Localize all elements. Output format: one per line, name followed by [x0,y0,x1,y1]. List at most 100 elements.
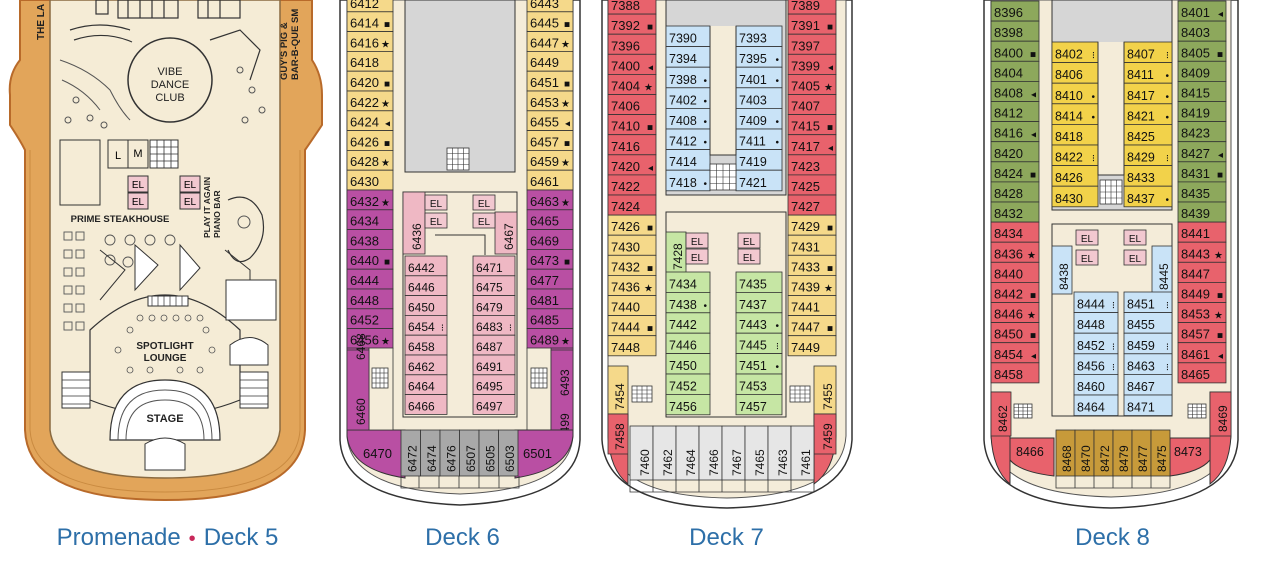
cabin-7419[interactable]: 7419 [735,149,783,171]
cabin-7427[interactable]: 7427 [787,194,837,216]
cabin-6432[interactable]: 6432★ [346,189,394,211]
cabin-7396[interactable]: 7396 [607,33,657,55]
cabin-6471[interactable]: 6471 [472,255,516,277]
cabin-6466[interactable]: 6466 [404,394,448,415]
cabin-6420[interactable]: 6420■ [346,70,394,92]
cabin-6497[interactable]: 6497 [472,394,516,415]
cabin-6438[interactable]: 6438 [346,229,394,250]
cabin-7441[interactable]: 7441 [787,295,837,317]
cabin-6422[interactable]: 6422★ [346,90,394,112]
cabin-6446[interactable]: 6446 [404,275,448,296]
cabin-6456[interactable]: 6456★ [346,328,394,349]
cabin-7402[interactable]: 7402• [665,87,711,109]
cabin-7455[interactable]: 7455 [813,365,837,415]
cabin-7400[interactable]: 7400◂ [607,53,657,75]
cabin-6503[interactable]: 6503 [498,429,519,477]
cabin-7408[interactable]: 7408• [665,108,711,130]
cabin-8446[interactable]: 8446★ [990,302,1040,324]
cabin-8441[interactable]: 8441 [1177,221,1227,243]
cabin-8396[interactable]: 8396 [990,0,1040,22]
cabin-7464[interactable]: 7464 [675,425,700,481]
cabin-7467[interactable]: 7467 [721,425,746,481]
cabin-6440[interactable]: 6440■ [346,248,394,270]
cabin-6474[interactable]: 6474 [420,429,441,477]
cabin-7429[interactable]: 7429■ [787,214,837,236]
cabin-7409[interactable]: 7409• [735,108,783,130]
cabin-6447[interactable]: 6447★ [526,31,574,52]
cabin-8466[interactable]: 8466 [1016,445,1044,459]
cabin-7405[interactable]: 7405★ [787,74,837,95]
cabin-6489[interactable]: 6489★ [526,328,574,349]
cabin-8472[interactable]: 8472 [1093,429,1114,477]
cabin-7388[interactable]: 7388 [607,0,657,15]
cabin-7433[interactable]: 7433■ [787,254,837,276]
cabin-7398[interactable]: 7398• [665,66,711,89]
cabin-8469[interactable]: 8469 [1209,391,1232,437]
cabin-8434[interactable]: 8434 [990,221,1040,243]
cabin-7422[interactable]: 7422 [607,174,657,196]
cabin-6477[interactable]: 6477 [526,268,574,290]
cabin-6424[interactable]: 6424◂ [346,110,394,132]
cabin-7397[interactable]: 7397 [787,33,837,55]
deck5-caption-b[interactable]: Deck 5 [203,524,279,551]
cabin-8416[interactable]: 8416◂ [990,121,1040,143]
cabin-6462[interactable]: 6462 [404,354,448,376]
cabin-8436[interactable]: 8436★ [990,241,1040,263]
cabin-8475[interactable]: 8475 [1150,429,1171,477]
cabin-8445[interactable]: 8445 [1151,245,1173,295]
cabin-6418[interactable]: 6418 [346,51,394,72]
cabin-6470[interactable]: 6470 [363,446,392,461]
cabin-8414[interactable]: 8414• [1051,103,1099,125]
cabin-8458[interactable]: 8458 [990,362,1040,384]
cabin-6445[interactable]: 6445■ [526,11,574,32]
cabin-8408[interactable]: 8408◂ [990,81,1040,102]
cabin-6505[interactable]: 6505 [478,429,499,477]
cabin-7432[interactable]: 7432■ [607,254,657,276]
cabin-6481[interactable]: 6481 [526,288,574,310]
cabin-6434[interactable]: 6434 [346,209,394,231]
cabin-6473[interactable]: 6473■ [526,248,574,270]
cabin-7444[interactable]: 7444■ [607,315,657,337]
cabin-8439[interactable]: 8439 [1177,201,1227,223]
cabin-8403[interactable]: 8403 [1177,20,1227,42]
cabin-8437[interactable]: 8437• [1123,185,1173,208]
cabin-6487[interactable]: 6487 [472,334,516,356]
cabin-7431[interactable]: 7431 [787,234,837,256]
cabin-8443[interactable]: 8443★ [1177,241,1227,263]
cabin-8471[interactable]: 8471 [1123,394,1173,417]
cabin-8420[interactable]: 8420 [990,141,1040,163]
cabin-8429[interactable]: 8429⁝ [1123,144,1173,167]
cabin-8459[interactable]: 8459⁝ [1123,332,1173,355]
deck5-map[interactable]: VIBE DANCE CLUB L M EL EL EL EL PRIME ST… [0,0,330,510]
cabin-8418[interactable]: 8418 [1051,124,1099,146]
cabin-8470[interactable]: 8470 [1074,429,1095,477]
cabin-7438[interactable]: 7438• [665,291,711,314]
cabin-6412[interactable]: 6412 [346,0,394,13]
cabin-7440[interactable]: 7440 [607,295,657,317]
cabin-6452[interactable]: 6452 [346,308,394,329]
cabin-7447[interactable]: 7447■ [787,315,837,337]
deck5-caption-a[interactable]: Promenade [56,524,181,551]
cabin-8409[interactable]: 8409 [1177,60,1227,82]
cabin-6454[interactable]: 6454⁝ [404,314,448,336]
cabin-7401[interactable]: 7401• [735,66,783,89]
cabin-7391[interactable]: 7391■ [787,13,837,35]
cabin-7393[interactable]: 7393 [735,25,783,48]
cabin-6483[interactable]: 6483⁝ [472,314,516,336]
cabin-8431[interactable]: 8431■ [1177,161,1227,183]
cabin-6501[interactable]: 6501 [523,446,552,461]
cabin-8465[interactable]: 8465 [1177,362,1227,384]
cabin-7415[interactable]: 7415■ [787,114,837,136]
cabin-7394[interactable]: 7394 [665,46,711,68]
deck6-caption[interactable]: Deck 6 [425,524,500,551]
cabin-8419[interactable]: 8419 [1177,101,1227,123]
cabin-7436[interactable]: 7436★ [607,274,657,296]
cabin-6450[interactable]: 6450 [404,295,448,316]
cabin-7418[interactable]: 7418• [665,169,711,192]
cabin-7439[interactable]: 7439★ [787,274,837,296]
cabin-6455[interactable]: 6455◂ [526,110,574,132]
cabin-7421[interactable]: 7421 [735,169,783,192]
cabin-6449[interactable]: 6449 [526,51,574,72]
cabin-7460[interactable]: 7460 [629,425,654,481]
